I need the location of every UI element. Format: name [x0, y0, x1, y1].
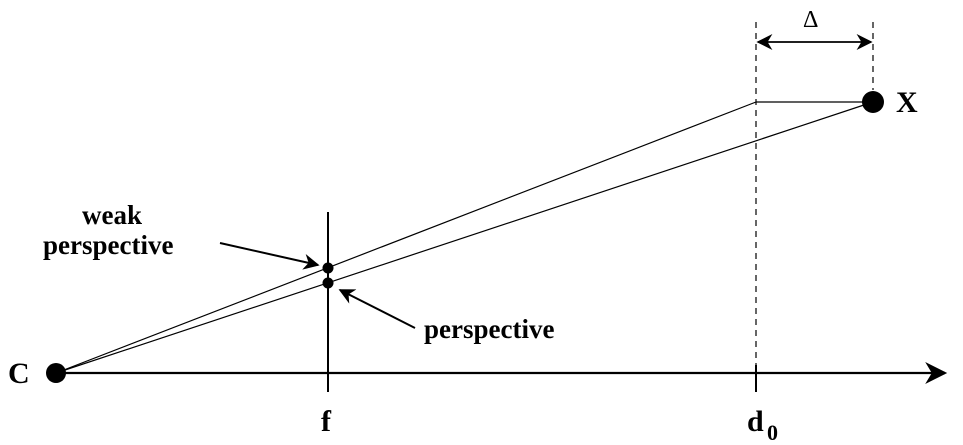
- weak-perspective-ray: [55, 101, 757, 374]
- perspective-point: [322, 277, 334, 289]
- focal-length-label: f: [321, 405, 332, 438]
- depth-label: d: [747, 405, 764, 438]
- camera-center-label: C: [8, 357, 30, 390]
- weak-perspective-point: [322, 262, 334, 274]
- perspective-ray: [55, 101, 874, 374]
- weak-perspective-label-line1: weak: [82, 200, 142, 230]
- perspective-arrow: [338, 289, 416, 329]
- weak-perspective-arrow: [219, 242, 320, 270]
- weak-perspective-label-line2: perspective: [43, 230, 173, 260]
- delta-label: Δ: [803, 7, 818, 33]
- scene-point: [862, 91, 884, 113]
- point-label: X: [896, 86, 918, 119]
- depth-subscript-label: 0: [767, 420, 778, 445]
- perspective-label: perspective: [424, 314, 554, 344]
- camera-center-point: [46, 363, 66, 383]
